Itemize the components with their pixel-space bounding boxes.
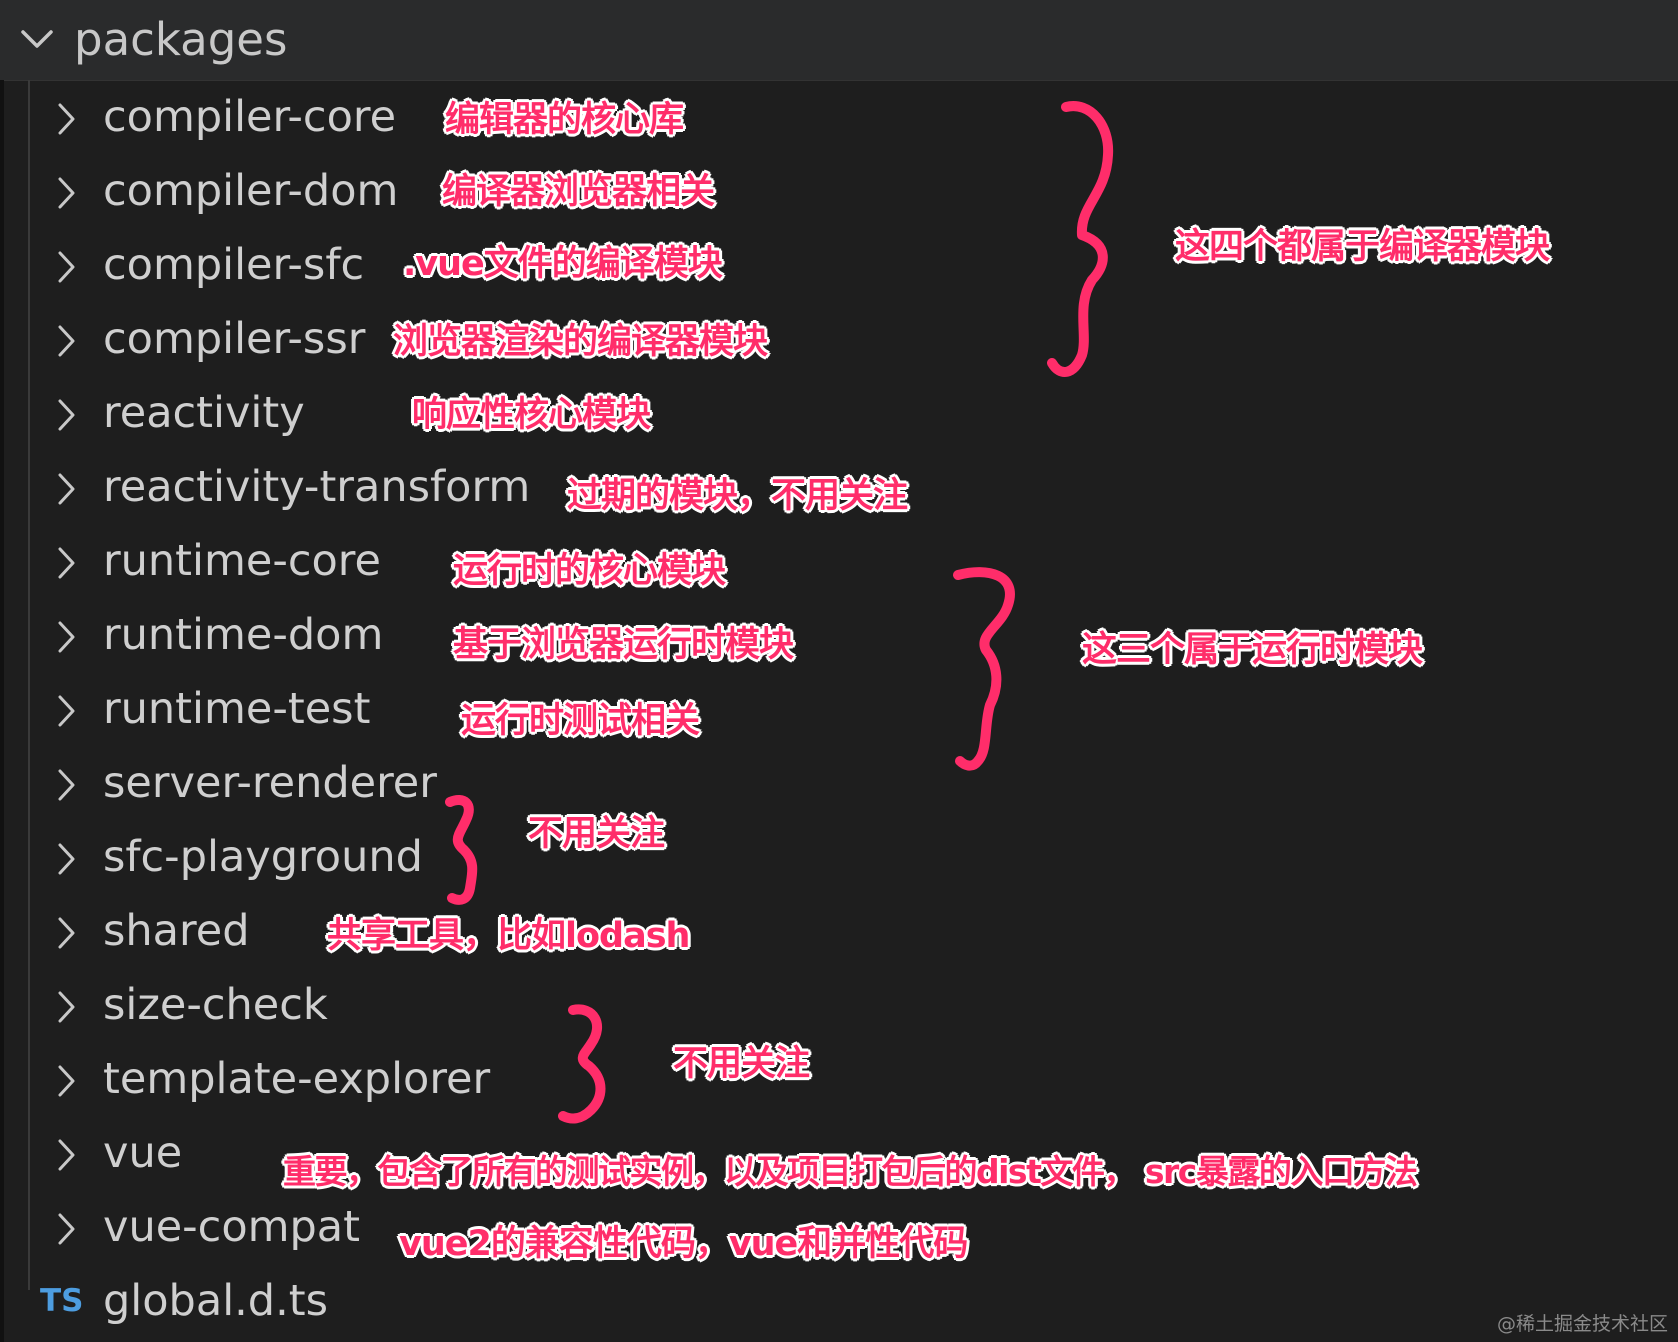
tree-item-reactivity-transform[interactable]: reactivity-transform: [0, 450, 1678, 524]
annotation-runtime-core: 运行时的核心模块: [453, 551, 726, 591]
chevron-right-icon[interactable]: [56, 842, 76, 876]
chevron-right-icon[interactable]: [56, 1138, 76, 1172]
tree-item-global-d-ts[interactable]: TS global.d.ts: [0, 1264, 1678, 1338]
chevron-right-icon[interactable]: [56, 1064, 76, 1098]
chevron-right-icon[interactable]: [56, 546, 76, 580]
curly-brace-runtime: [953, 567, 1015, 771]
tree-item-label: vue: [103, 1128, 183, 1178]
tree-item-compiler-ssr[interactable]: compiler-ssr: [0, 302, 1678, 376]
tree-item-label: compiler-core: [103, 92, 397, 142]
annotation-vue-compat: vue2的兼容性代码，vue和并性代码: [399, 1224, 968, 1264]
tree-item-label: compiler-ssr: [103, 314, 366, 364]
annotation-compiler-sfc: .vue文件的编译模块: [403, 244, 723, 284]
tree-item-label: reactivity-transform: [103, 462, 531, 512]
tree-item-reactivity[interactable]: reactivity: [0, 376, 1678, 450]
chevron-right-icon[interactable]: [56, 324, 76, 358]
annotation-group-runtime: 这三个属于运行时模块: [1082, 630, 1423, 670]
annotation-runtime-test: 运行时测试相关: [461, 701, 700, 741]
tree-item-template-explorer[interactable]: template-explorer: [0, 1042, 1678, 1116]
typescript-file-icon: TS: [40, 1283, 84, 1319]
indent-guide: [28, 80, 30, 1290]
left-rail: [0, 80, 4, 1342]
tree-item-runtime-dom[interactable]: runtime-dom: [0, 598, 1678, 672]
annotation-reactivity: 响应性核心模块: [412, 395, 651, 435]
annotation-group-server: 不用关注: [528, 814, 665, 854]
tree-item-label: runtime-core: [103, 536, 381, 586]
annotation-reactivity-transform: 过期的模块，不用关注: [567, 476, 908, 516]
curly-brace-compiler: [1047, 101, 1114, 377]
annotation-group-size: 不用关注: [673, 1044, 810, 1084]
tree-item-label: runtime-test: [103, 684, 371, 734]
annotation-vue: 重要，包含了所有的测试实例，以及项目打包后的dist文件， src暴露的入口方法: [283, 1152, 1418, 1191]
chevron-right-icon[interactable]: [56, 990, 76, 1024]
folder-title: packages: [74, 13, 288, 66]
tree-item-compiler-core[interactable]: compiler-core: [0, 80, 1678, 154]
tree-item-sfc-playground[interactable]: sfc-playground: [0, 820, 1678, 894]
tree-item-label: size-check: [103, 980, 328, 1030]
tree-item-server-renderer[interactable]: server-renderer: [0, 746, 1678, 820]
annotation-group-compiler: 这四个都属于编译器模块: [1175, 227, 1550, 267]
chevron-down-icon[interactable]: [20, 28, 54, 50]
chevron-right-icon[interactable]: [56, 916, 76, 950]
annotation-compiler-ssr: 浏览器渲染的编译器模块: [393, 322, 768, 362]
tree-item-label: compiler-sfc: [103, 240, 365, 290]
chevron-right-icon[interactable]: [56, 250, 76, 284]
tree-item-compiler-sfc[interactable]: compiler-sfc: [0, 228, 1678, 302]
tree-item-label: sfc-playground: [103, 832, 423, 882]
tree-item-label: vue-compat: [103, 1202, 361, 1252]
tree-item-label: runtime-dom: [103, 610, 384, 660]
tree-item-label: reactivity: [103, 388, 305, 438]
tree-item-label: compiler-dom: [103, 166, 399, 216]
chevron-right-icon[interactable]: [56, 620, 76, 654]
annotation-compiler-core: 编辑器的核心库: [445, 100, 684, 140]
tree-item-size-check[interactable]: size-check: [0, 968, 1678, 1042]
tree-item-label: server-renderer: [103, 758, 437, 808]
tree-item-label: shared: [103, 906, 250, 956]
chevron-right-icon[interactable]: [56, 398, 76, 432]
chevron-right-icon[interactable]: [56, 102, 76, 136]
annotation-compiler-dom: 编译器浏览器相关: [442, 172, 715, 212]
tree-item-runtime-test[interactable]: runtime-test: [0, 672, 1678, 746]
chevron-right-icon[interactable]: [56, 768, 76, 802]
packages-folder-header[interactable]: packages: [0, 0, 1678, 81]
annotation-runtime-dom: 基于浏览器运行时模块: [453, 625, 794, 665]
tree-item-vue[interactable]: vue: [0, 1116, 1678, 1190]
tree-item-vue-compat[interactable]: vue-compat: [0, 1190, 1678, 1264]
tree-item-label: template-explorer: [103, 1054, 491, 1104]
curly-brace-server: [445, 795, 478, 905]
tree-item-runtime-core[interactable]: runtime-core: [0, 524, 1678, 598]
tree-item-compiler-dom[interactable]: compiler-dom: [0, 154, 1678, 228]
tree-item-shared[interactable]: shared: [0, 894, 1678, 968]
tree-item-label: global.d.ts: [103, 1276, 329, 1326]
chevron-right-icon[interactable]: [56, 472, 76, 506]
chevron-right-icon[interactable]: [56, 694, 76, 728]
curly-brace-size: [558, 1004, 606, 1124]
annotation-shared: 共享工具，比如lodash: [327, 916, 690, 956]
watermark: @稀土掘金技术社区: [1496, 1313, 1668, 1335]
chevron-right-icon[interactable]: [56, 176, 76, 210]
chevron-right-icon[interactable]: [56, 1212, 76, 1246]
